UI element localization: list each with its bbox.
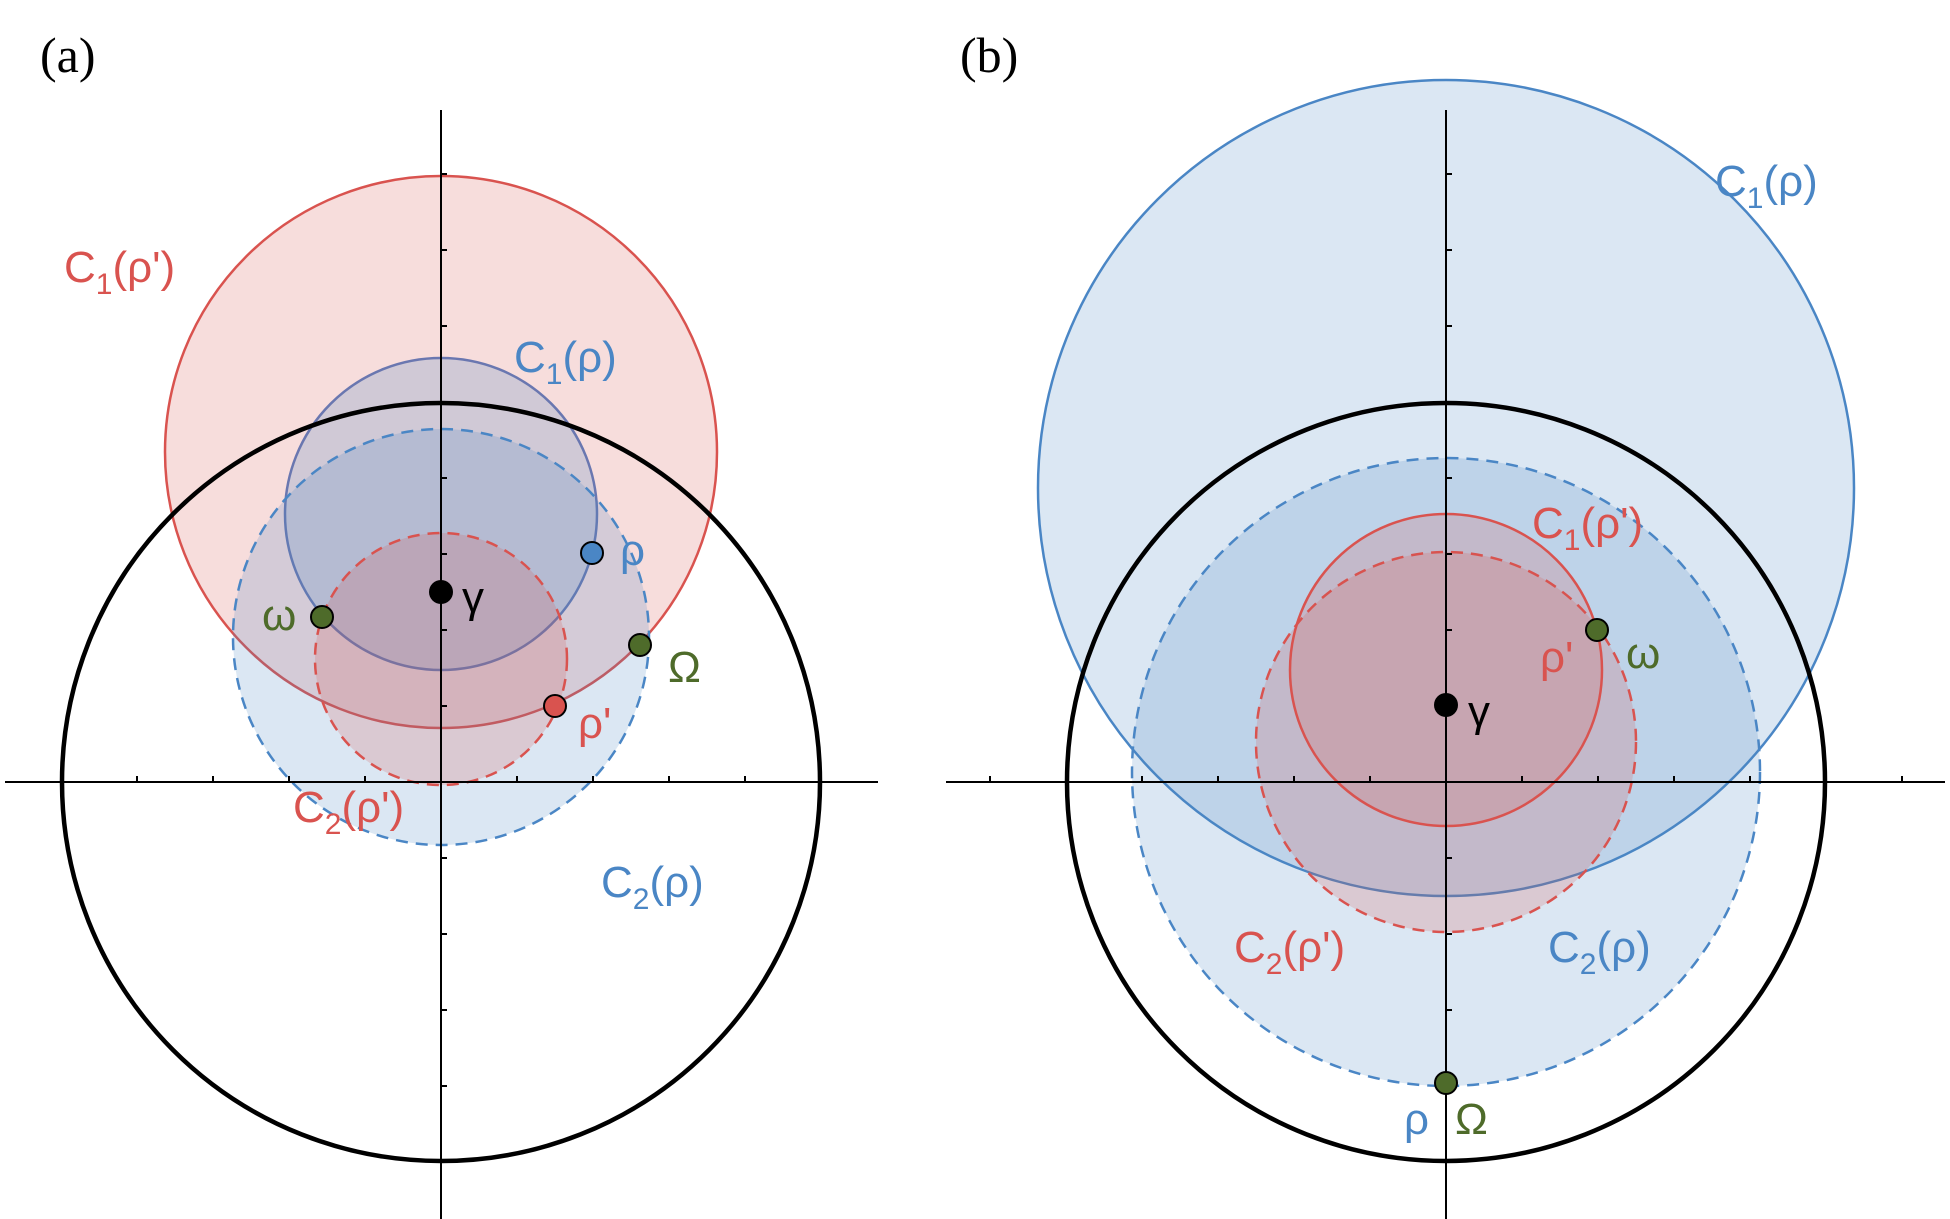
a-rho-point [580,541,604,565]
b-omega-small-point [1585,618,1609,642]
a-rho-prime-point [543,694,567,718]
b-c1-rho-prime-label: C1(ρ') [1532,499,1643,557]
a-c2-rho-prime-label: C2(ρ') [293,783,404,841]
b-c1-rho-label: C1(ρ) [1715,157,1818,215]
a-rho-label: ρ [620,526,645,575]
b-rho-prime-label: ρ' [1540,633,1573,682]
a-c1-rho-prime-label: C1(ρ') [64,243,175,301]
b-gamma-label: γ [1468,687,1490,736]
a-rho-prime-label: ρ' [578,699,611,748]
a-omega-small-label: ω [262,591,296,640]
panel-b-label: (b) [960,27,1018,83]
panel-a: (a) C1(ρ') C1(ρ) C2(ρ') C2(ρ) γ ρ ρ' ω Ω [5,27,878,1219]
a-axis-ticks [60,173,822,1163]
a-c2-rho-label: C2(ρ) [601,858,704,916]
panel-a-label: (a) [40,27,96,83]
a-gamma-label: γ [462,573,484,622]
a-omega-large-label: Ω [668,643,701,692]
b-omega-large-label: Ω [1455,1095,1488,1144]
b-omega-small-label: ω [1626,629,1660,678]
panel-b: (b) C1(ρ) C1(ρ') C2(ρ') C2(ρ) γ ρ' ω ρ Ω [946,27,1945,1219]
a-omega-small-point [310,605,334,629]
b-omega-large-point [1434,1071,1458,1095]
b-gamma-point [1434,693,1458,717]
b-c2-rho-label: C2(ρ) [1548,923,1651,981]
b-rho-label: ρ [1404,1095,1429,1144]
a-omega-large-point [628,633,652,657]
b-c2-rho-prime-label: C2(ρ') [1234,923,1345,981]
a-c1-rho-label: C1(ρ) [514,333,617,391]
a-gamma-point [429,580,453,604]
